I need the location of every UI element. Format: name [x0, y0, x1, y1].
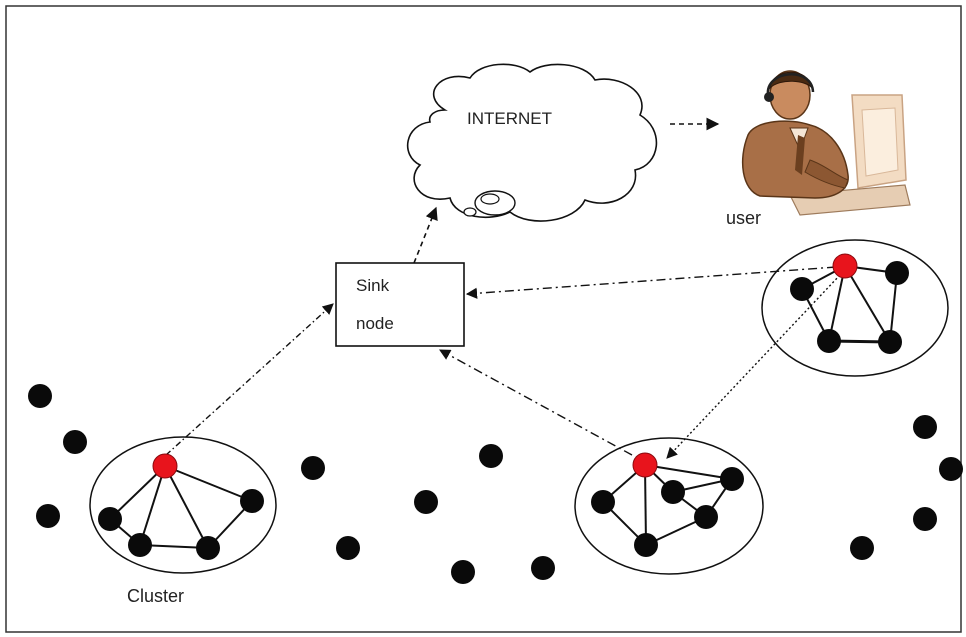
sensor-node: [634, 533, 658, 557]
cluster-top-right: [761, 239, 949, 377]
sensor-node: [878, 330, 902, 354]
scattered-nodes: [28, 384, 963, 584]
cluster-head: [632, 452, 658, 478]
sink-to-internet-link: [413, 206, 438, 264]
cluster-boundary: [89, 436, 277, 574]
sensor-node: [451, 560, 475, 584]
sensor-node: [301, 456, 325, 480]
sensor-node: [531, 556, 555, 580]
sensor-node: [885, 261, 909, 285]
top-to-middle-head-link: [666, 274, 841, 459]
sensor-node: [939, 457, 963, 481]
internet-label: INTERNET: [467, 109, 552, 128]
top-cluster-to-sink-link: [465, 266, 837, 299]
sensor-node: [913, 415, 937, 439]
user-label: user: [726, 208, 761, 228]
sensor-node: [913, 507, 937, 531]
middle-cluster-to-sink-link: [439, 349, 633, 456]
sensor-node: [591, 490, 615, 514]
sensor-node: [36, 504, 60, 528]
cluster-left: Cluster: [89, 436, 277, 606]
sensor-node: [790, 277, 814, 301]
sensor-node: [98, 507, 122, 531]
cluster-middle: [574, 437, 764, 575]
cluster-label: Cluster: [127, 586, 184, 606]
cluster-head: [152, 453, 178, 479]
sensor-node: [128, 533, 152, 557]
user-clipart: user: [726, 70, 911, 228]
sensor-node: [196, 536, 220, 560]
sensor-node: [720, 467, 744, 491]
cloud-bubble-small: [480, 193, 500, 205]
sensor-node: [479, 444, 503, 468]
sensor-node: [336, 536, 360, 560]
sensor-node: [414, 490, 438, 514]
cluster-head: [832, 253, 858, 279]
sensor-node: [240, 489, 264, 513]
sink-label-line2: node: [356, 314, 394, 333]
sensor-node: [850, 536, 874, 560]
sink-label-line1: Sink: [356, 276, 390, 295]
sensor-node: [694, 505, 718, 529]
sensor-node: [817, 329, 841, 353]
cluster-boundary: [574, 437, 764, 575]
cluster-boundary: [761, 239, 949, 377]
internet-cloud: INTERNET: [406, 63, 658, 222]
sensor-node: [63, 430, 87, 454]
sink-node: Sink node: [335, 262, 465, 347]
cloud-bubble-tiny: [463, 207, 477, 217]
left-cluster-to-sink-link: [165, 303, 334, 456]
diagram-border: [5, 5, 962, 633]
sensor-node: [28, 384, 52, 408]
sensor-node: [661, 480, 685, 504]
